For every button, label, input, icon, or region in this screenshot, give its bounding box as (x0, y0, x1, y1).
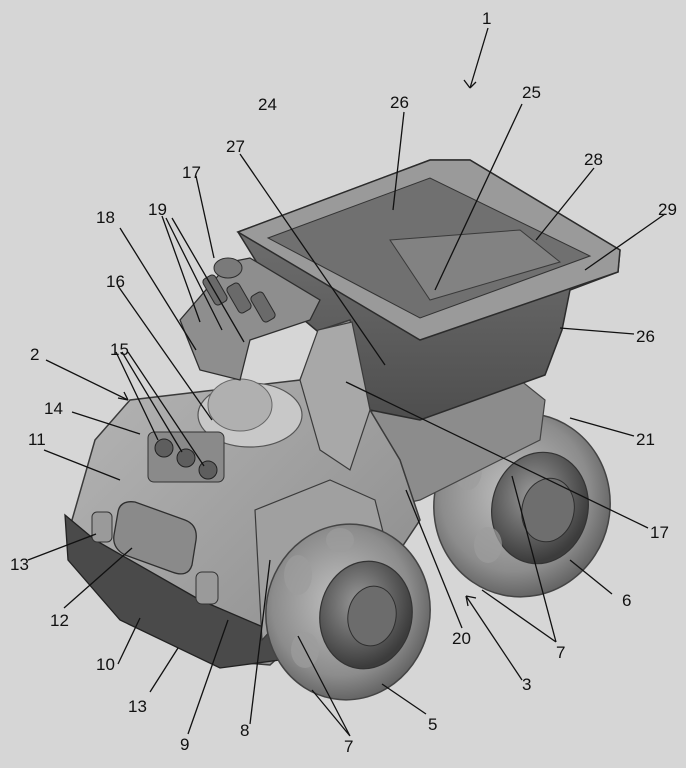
headlight-right (195, 571, 219, 605)
label-28: 28 (584, 150, 603, 169)
leader-lines (27, 27, 666, 737)
label-7-rear: 7 (556, 643, 565, 662)
label-13-lower: 13 (128, 697, 147, 716)
label-13-upper: 13 (10, 555, 29, 574)
grille (113, 501, 197, 575)
label-6: 6 (622, 591, 631, 610)
label-26-side: 26 (636, 327, 655, 346)
button-2 (176, 448, 196, 468)
label-16: 16 (106, 272, 125, 291)
label-17-lower: 17 (650, 523, 669, 542)
label-18: 18 (96, 208, 115, 227)
label-29: 29 (658, 200, 677, 219)
label-3: 3 (522, 675, 531, 694)
label-15: 15 (110, 340, 129, 359)
button-1 (154, 438, 174, 458)
label-9: 9 (180, 735, 189, 754)
label-20: 20 (452, 629, 471, 648)
reference-labels: 1 24 26 25 27 28 17 29 19 18 16 26 2 15 … (10, 9, 677, 756)
truck-drawing (64, 159, 621, 701)
label-8: 8 (240, 721, 249, 740)
label-17-upper: 17 (182, 163, 201, 182)
label-5: 5 (428, 715, 437, 734)
label-1: 1 (482, 9, 491, 28)
dump-bin (236, 159, 621, 421)
label-25: 25 (522, 83, 541, 102)
label-7-front: 7 (344, 737, 353, 756)
label-19: 19 (148, 200, 167, 219)
label-14: 14 (44, 399, 63, 418)
front-wheel (265, 523, 431, 701)
headlight-left (91, 511, 113, 543)
label-21: 21 (636, 430, 655, 449)
label-27: 27 (226, 137, 245, 156)
label-24: 24 (258, 95, 277, 114)
label-11: 11 (28, 430, 46, 449)
label-2: 2 (30, 345, 39, 364)
label-10: 10 (96, 655, 115, 674)
label-12: 12 (50, 611, 69, 630)
label-26-bin-wall: 26 (390, 93, 409, 112)
